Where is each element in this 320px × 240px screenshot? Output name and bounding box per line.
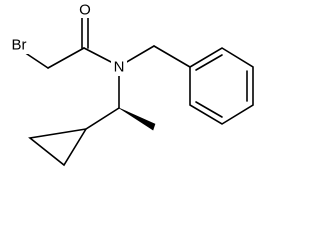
bond-ch2-carbonyl (47, 47, 85, 69)
bromine-label: Br (12, 37, 27, 54)
nitrogen-label: N (114, 59, 125, 76)
bond-br-ch2 (23, 51, 49, 69)
cyclopropyl-ring (28, 127, 88, 167)
bond-carbonyl-n (83, 47, 114, 64)
structure-diagram: Br O N (11, 1, 254, 167)
benzene-inner-bond-1 (195, 54, 223, 71)
bond-ch-cyclopropyl (85, 107, 120, 130)
wedge-bond-methyl (118, 107, 156, 131)
benzene-inner-bond-3 (195, 101, 223, 118)
benzene-ring (189, 47, 254, 125)
oxygen-label: O (79, 2, 91, 19)
bond-benzyl-ring (153, 45, 191, 68)
bond-n-benzyl-ch2 (124, 45, 155, 64)
